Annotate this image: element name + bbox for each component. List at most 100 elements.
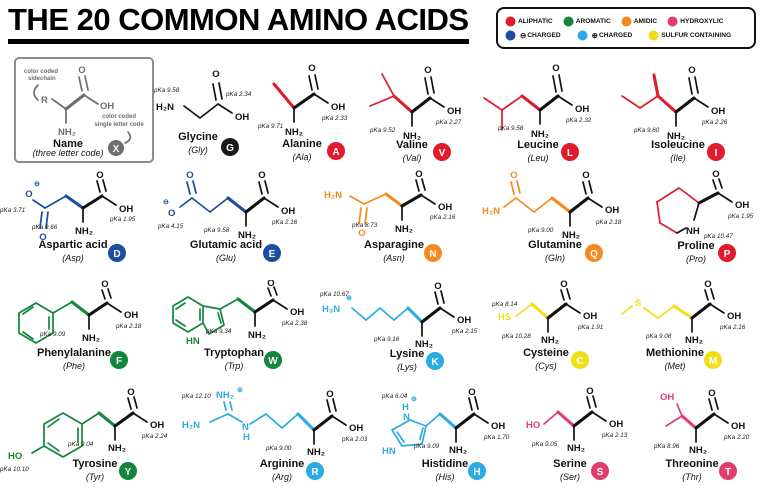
pka-amine: pKa 9.08 [645,333,672,340]
pka-amine: pKa 9.00 [527,227,554,234]
hydroxyl-label: OH [575,104,589,115]
structure-drawing [515,288,581,333]
amine-label: NH₂ [108,443,126,454]
single-letter: A [332,147,339,158]
structure-drawing [656,178,733,234]
amine-label: H₂N [156,102,174,113]
pka-amine: pKa 9.60 [633,127,660,134]
plus-charge-icon: ⊕ [346,295,352,302]
acid-code: (Gln) [545,253,565,263]
letter-badge [468,462,486,480]
pka-carboxyl: pKa 2.16 [271,219,298,226]
pka-carboxyl: pKa 1.91 [577,324,603,331]
amine-label: NH₂ [531,129,549,140]
pka-carboxyl: pKa 2.16 [429,214,456,221]
pka-carboxyl: pKa 1.95 [109,216,136,223]
pka-carboxyl: pKa 2.27 [435,119,462,126]
key-letter-badge [108,140,124,156]
pka-carboxyl: pKa 2.34 [225,91,252,98]
acid-code: (Thr) [682,472,702,482]
carbonyl-o-label: O [704,280,711,290]
acid-code: (Met) [665,361,686,371]
pka-amine: pKa 8.73 [351,222,378,229]
hydroxyl-label: OH [583,311,597,322]
aromatic-dot [563,16,574,26]
letter-badge [119,462,137,480]
acid-name: Methionine [646,347,704,359]
acid-code: (His) [436,472,455,482]
letter-badge [263,244,281,262]
carbonyl-o-label: O [582,170,589,181]
amino-acid-glycine: H₂N O OH pKa 9.58 pKa 2.34 Glycine (Gly)… [152,58,258,163]
acid-name: Tryptophan [204,347,264,359]
acid-name: Cysteine [523,347,569,359]
pka-carboxyl: pKa 2.26 [701,119,728,126]
structure-drawing [209,398,347,445]
amine-label: NH₂ [58,127,76,138]
single-letter: D [113,249,120,260]
aliphatic-dot [505,16,516,26]
legend-label: SULFUR CONTAINING [661,31,732,39]
single-letter: N [429,249,436,260]
key-structure-drawing [33,75,132,144]
pka-carboxyl: pKa 1.70 [483,434,510,441]
amine-label: NH₂ [562,230,580,241]
minus-circle-icon: ⊖ [520,30,527,40]
guanidinium-h2n-label: H₂N [182,420,200,431]
acid-code: (Gly) [188,145,208,155]
side-amide-label: H₂N [324,190,342,201]
hydroxylic-dot [667,16,678,26]
single-letter: H [473,467,480,478]
minus-charge-icon: ⊖ [163,199,169,206]
acid-name: Proline [677,240,714,252]
carbonyl-o-label: O [424,65,431,76]
pka-amine: pKa 9.58 [153,87,180,94]
letter-badge [719,462,737,480]
acid-code: (Tyr) [86,472,104,482]
pka-carboxyl: pKa 2.38 [281,320,308,327]
structure-drawing [621,73,709,127]
pka-amine: pKa 10.28 [501,333,531,340]
neg-charged-dot [505,30,516,40]
legend-item-pos-charged: ⊕CHARGED [577,30,632,41]
hydroxyl-label: OH [457,315,471,326]
legend-label: CHARGED [527,31,561,39]
carbonyl-o-label: O [258,170,265,181]
pka-amine: pKa 9.71 [258,123,283,130]
pka-carboxyl: pKa 2.18 [115,323,142,330]
legend-label: AROMATIC [575,17,611,25]
side-o-minus-label: O [168,208,175,219]
ring-n-label: N [403,412,410,423]
acid-code: (Lys) [397,362,417,372]
hydroxyl-label: OH [491,421,505,432]
acid-name: Phenylalanine [37,347,111,359]
letter-badge [707,143,725,161]
key-three-letter-note: (three letter code) [32,148,103,158]
legend-row-1: ALIPHATIC AROMATIC AMIDIC HYDROXYLIC [505,16,747,27]
plus-charge-icon: ⊕ [411,396,417,403]
pka-carboxyl: pKa 2.13 [601,432,628,439]
carbonyl-o-label: O [688,65,695,76]
hydroxyl-label: OH [331,102,345,113]
hydroxyl-label: OH [447,106,461,117]
structure-drawing [503,180,603,227]
carbonyl-o-label: O [434,281,441,292]
pka-sidechain: pKa 12.10 [181,393,211,400]
amino-acid-glutamine: O H₂N O OH pKa 2.18 NH₂ pKa 9.00 Glutami… [480,170,642,278]
amino-acid-proline: O OH pKa 1.95 NH pKa 10.47 Proline (Pro)… [642,169,760,278]
carbonyl-o-label: O [267,280,274,289]
amine-label: NH₂ [415,339,433,350]
hydroxyl-label: OH [349,423,363,434]
letter-badge [433,143,451,161]
side-carbonyl-o-label: O [358,228,365,239]
single-letter: L [567,148,573,159]
structure-drawing [32,179,117,229]
ring-nh-label: NH [686,226,700,237]
single-letter: K [431,357,439,368]
amino-acid-methionine: S O OH pKa 2.16 NH₂ pKa 9.08 Methionine … [620,279,760,386]
single-letter: S [597,467,604,478]
amino-acid-arginine: pKa 12.10 NH₂ ⊕ H₂N N H O OH pKa 2.03 NH… [180,386,380,489]
minus-charge-icon: ⊖ [34,181,40,188]
amine-label: NH₂ [449,445,467,456]
